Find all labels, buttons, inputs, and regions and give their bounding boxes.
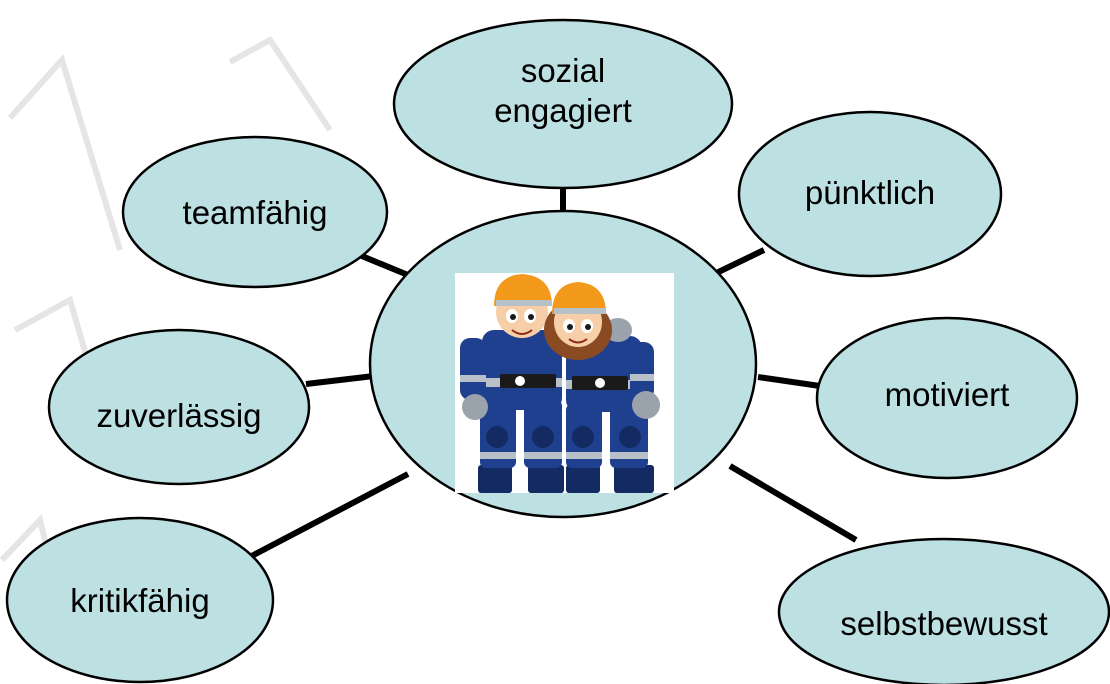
connector-motiviert — [757, 374, 821, 389]
bubble-label: teamfähig — [183, 194, 328, 231]
connector-kritikfaehig — [242, 471, 410, 563]
bubble-sozial-engagiert: sozial engagiert — [392, 18, 734, 190]
bubble-motiviert: motiviert — [815, 316, 1079, 480]
watermark — [0, 36, 333, 601]
two-firefighters-illustration-icon — [455, 273, 674, 493]
bubble-kritikfaehig: kritikfähig — [5, 516, 275, 684]
bubble-label: kritikfähig — [70, 582, 209, 619]
bubble-label: motiviert — [885, 376, 1010, 413]
bubble-label: sozial — [521, 52, 605, 89]
bubble-puenktlich: pünktlich — [737, 110, 1003, 278]
bubble-label: engagiert — [494, 92, 632, 129]
bubble-teamfaehig: teamfähig — [121, 135, 389, 289]
bubble-selbstbewusst: selbstbewusst — [777, 537, 1110, 684]
connector-selbstbewusst — [728, 463, 858, 543]
bubble-label: pünktlich — [805, 174, 935, 211]
bubble-zuverlaessig: zuverlässig — [47, 328, 311, 486]
connector-zuverlaessig — [305, 373, 375, 387]
bubble-label: zuverlässig — [96, 397, 261, 434]
bubble-label: selbstbewusst — [840, 605, 1047, 642]
